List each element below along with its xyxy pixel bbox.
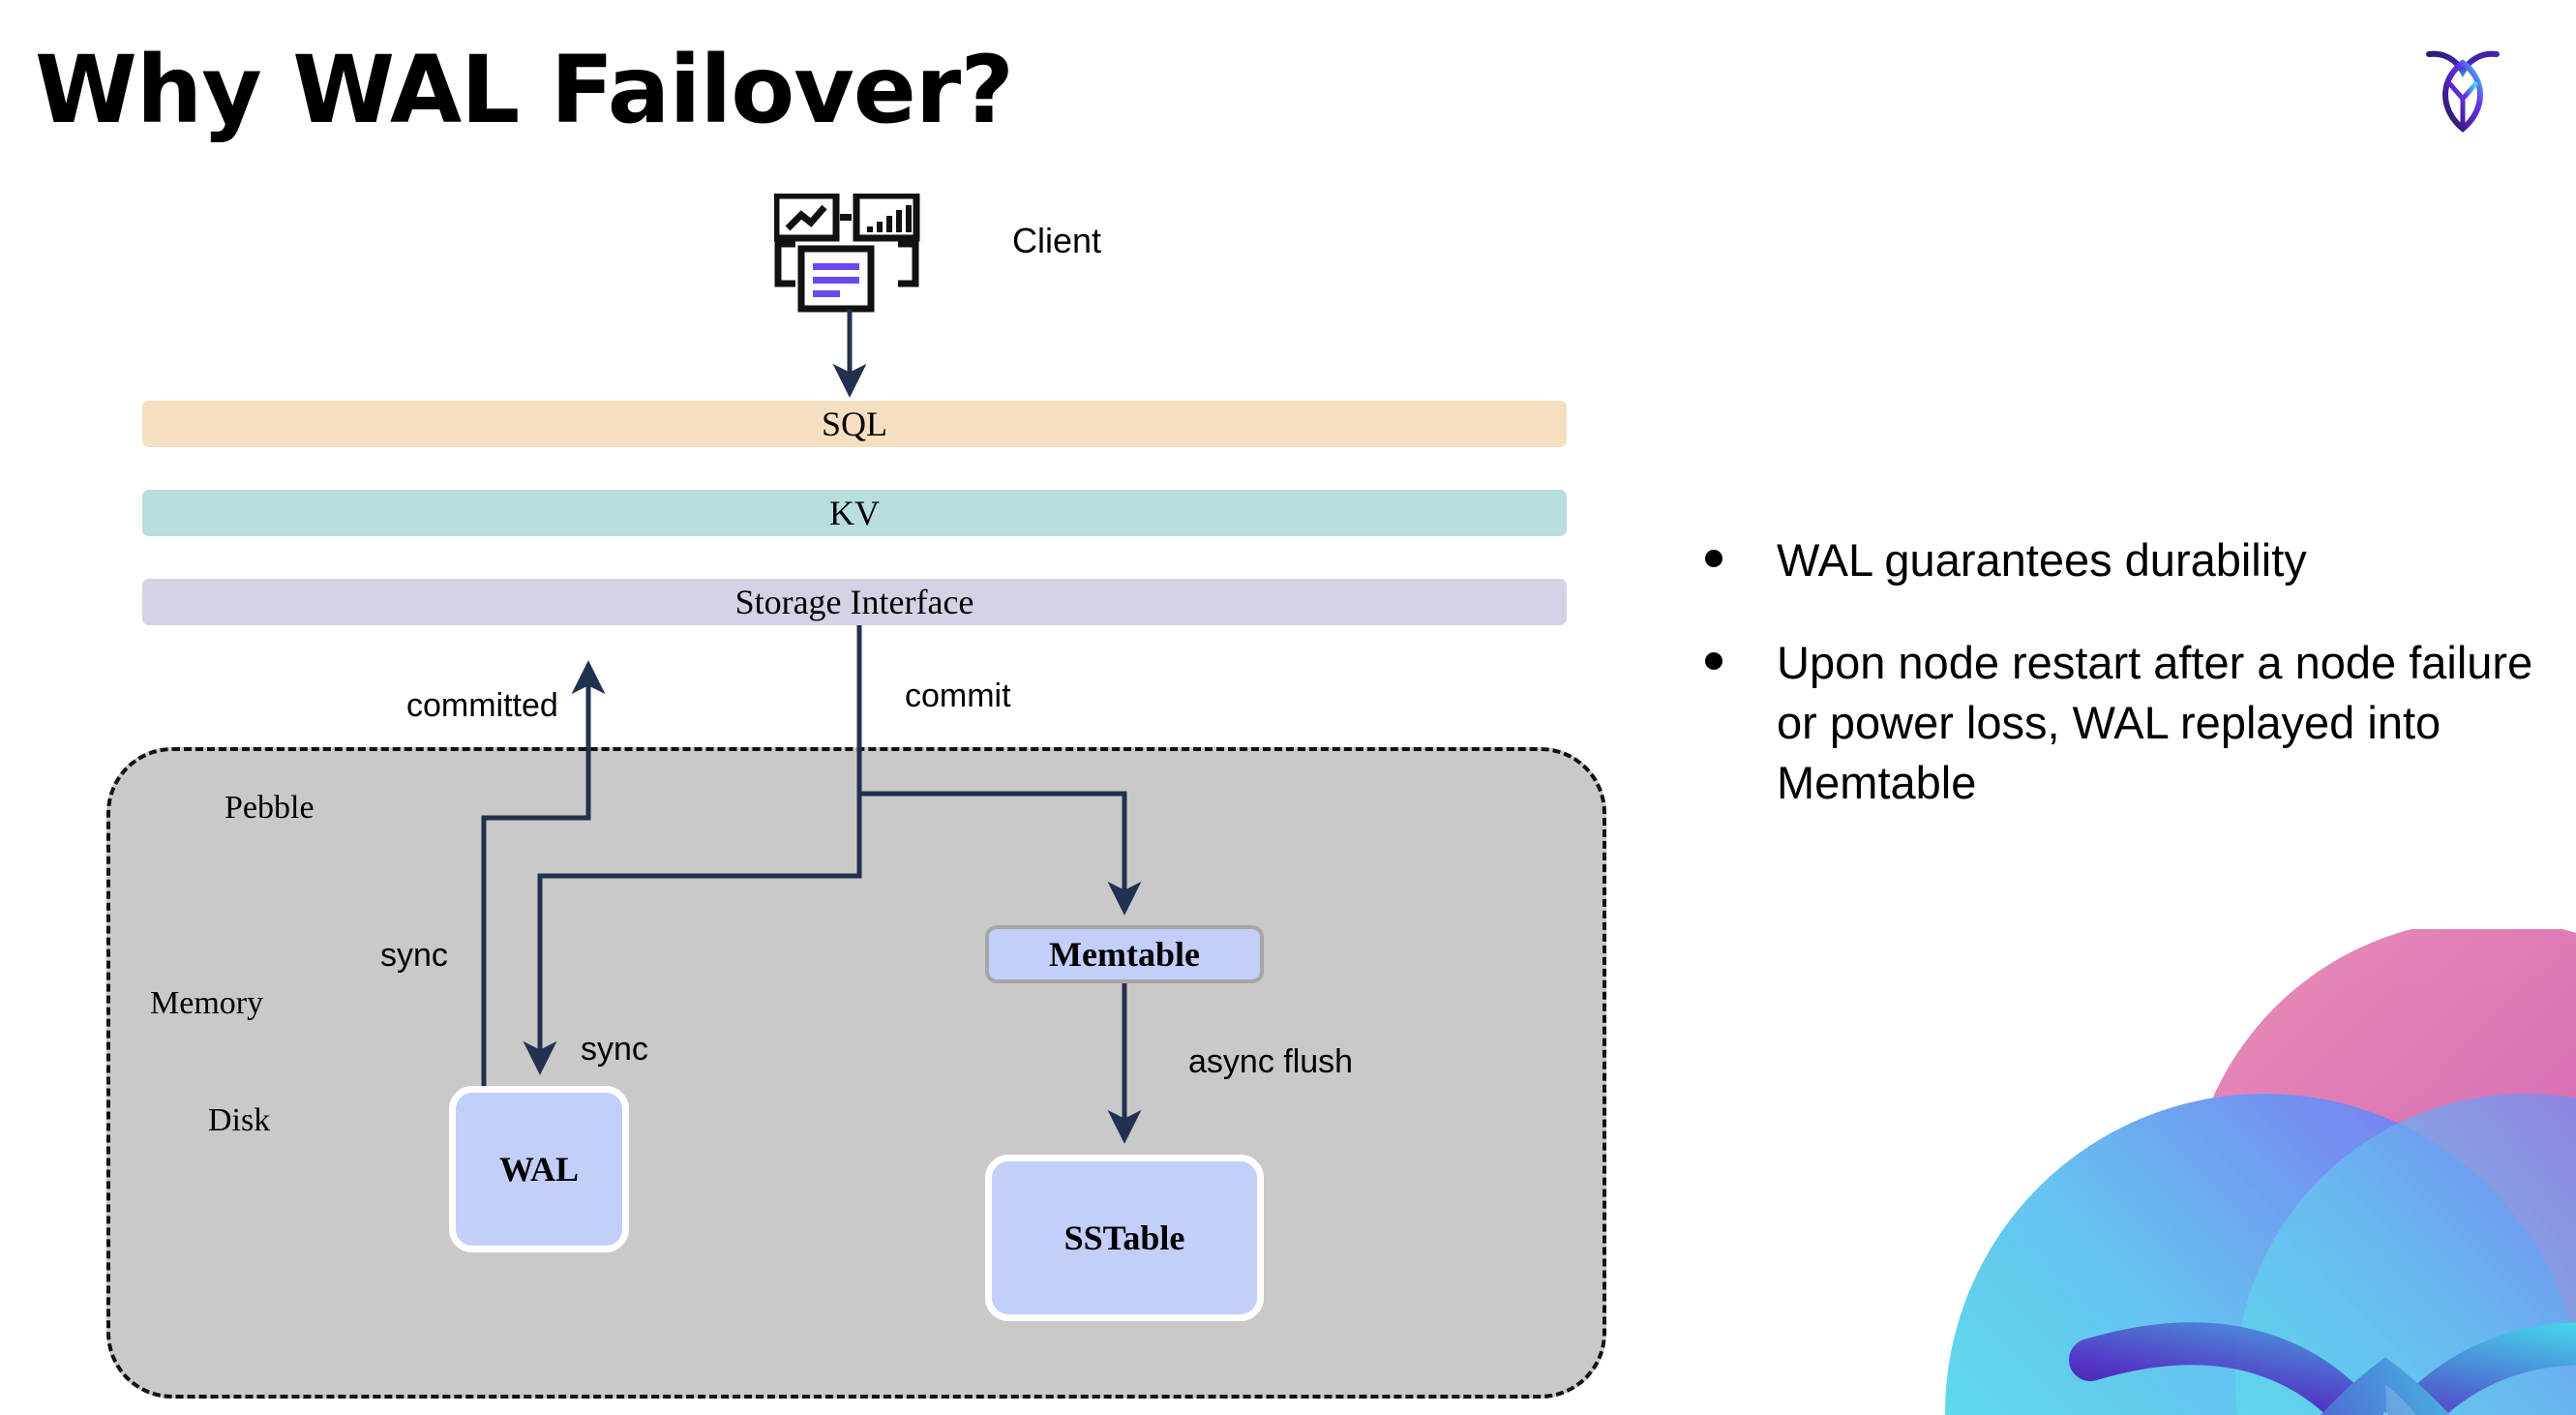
node-label-memtable: Memtable — [1049, 935, 1200, 974]
layer-label-storage: Storage Interface — [734, 583, 974, 621]
decorative-logo-watermark — [1945, 929, 2576, 1415]
layer-label-sql: SQL — [821, 405, 887, 443]
memory-label: Memory — [150, 985, 264, 1021]
bullet-text: Upon node restart after a node failure o… — [1777, 637, 2533, 809]
client-label: Client — [1012, 221, 1102, 260]
page-title: Why WAL Failover? — [35, 36, 1014, 144]
layer-bar-sql: SQL — [142, 401, 1567, 447]
node-label-sstable: SSTable — [1063, 1219, 1185, 1257]
disk-label: Disk — [208, 1102, 271, 1138]
edge-label-commit: commit — [905, 677, 1011, 714]
edge-label-sync-left: sync — [380, 937, 448, 974]
node-memtable: Memtable — [985, 925, 1264, 983]
node-label-wal: WAL — [498, 1150, 580, 1189]
edge-label-committed: committed — [406, 687, 558, 724]
cockroachdb-logo-icon — [2410, 31, 2516, 137]
edge-label-sync-right: sync — [581, 1031, 648, 1068]
list-item: WAL guarantees durability — [1705, 530, 2537, 590]
bullet-list: WAL guarantees durability Upon node rest… — [1705, 530, 2537, 856]
pebble-container — [106, 747, 1606, 1399]
node-wal: WAL — [449, 1086, 629, 1252]
node-sstable: SSTable — [985, 1155, 1264, 1321]
client-dashboard-icon — [772, 192, 929, 319]
layer-label-kv: KV — [829, 494, 880, 532]
list-item: Upon node restart after a node failure o… — [1705, 633, 2537, 813]
layer-bar-storage: Storage Interface — [142, 579, 1567, 625]
pebble-label: Pebble — [225, 790, 315, 826]
bullet-dot-icon — [1705, 550, 1722, 567]
bullet-text: WAL guarantees durability — [1777, 534, 2307, 586]
bullet-dot-icon — [1705, 652, 1722, 671]
edge-label-async-flush: async flush — [1188, 1043, 1354, 1080]
layer-bar-kv: KV — [142, 490, 1567, 536]
